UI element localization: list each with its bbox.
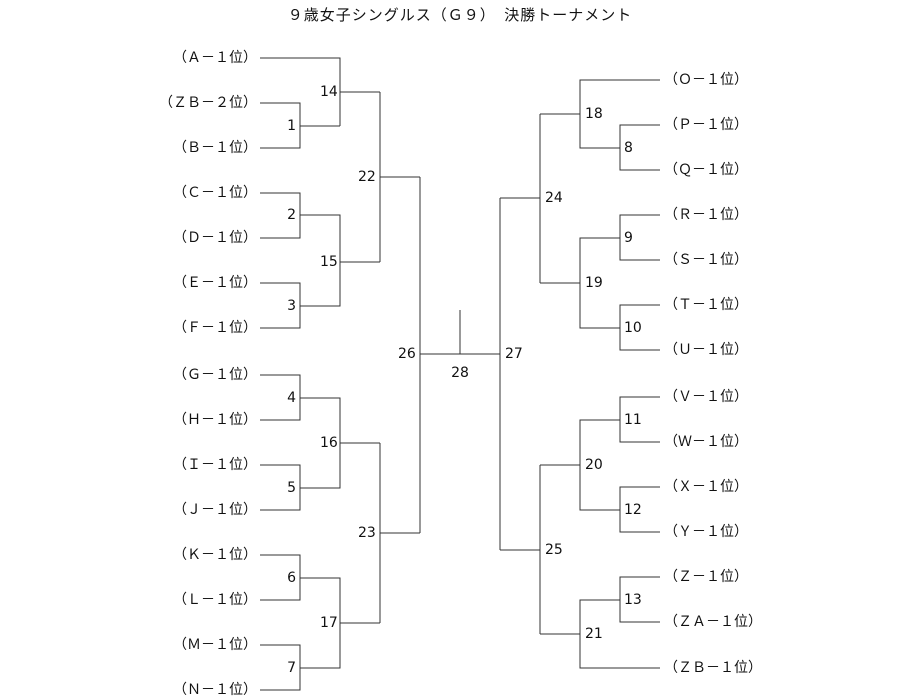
left-seed-label: （Ｉ－１位）: [173, 457, 257, 473]
match-number-4: 4: [287, 390, 296, 406]
left-seed-label: （Ｃ－１位）: [173, 185, 257, 201]
match-number-2: 2: [287, 207, 296, 223]
right-seed-label: （Ｐ－１位）: [664, 117, 748, 133]
match-number-21: 21: [585, 626, 603, 642]
match-number-13: 13: [624, 592, 642, 608]
match-number-14: 14: [320, 84, 338, 100]
match-number-25: 25: [545, 542, 563, 558]
right-seed-label: （Ｓ－１位）: [664, 252, 748, 268]
right-seed-label: （Ｘ－１位）: [664, 479, 748, 495]
match-number-23: 23: [358, 525, 376, 541]
left-seed-label: （Ｂ－１位）: [173, 140, 257, 156]
match-number-1: 1: [287, 118, 296, 134]
match-number-27: 27: [505, 346, 523, 362]
match-number-16: 16: [320, 435, 338, 451]
right-seed-label: （Ｗ－１位）: [664, 434, 748, 450]
match-number-12: 12: [624, 502, 642, 518]
match-number-19: 19: [585, 275, 603, 291]
match-number-17: 17: [320, 615, 338, 631]
left-seed-label: （Ｎ－１位）: [173, 682, 257, 698]
right-seed-label: （ＺＡ－１位）: [664, 614, 762, 630]
right-seed-label: （Ｒ－１位）: [664, 207, 748, 223]
right-seed-label: （Ｚ－１位）: [664, 569, 748, 585]
left-seed-label: （ＺＢ－２位）: [159, 95, 257, 111]
left-seed-label: （Ａ－１位）: [173, 50, 257, 66]
right-seed-label: （Ｏ－１位）: [664, 72, 748, 88]
match-number-24: 24: [545, 190, 563, 206]
left-seed-label: （Ｋ－１位）: [173, 547, 257, 563]
left-seed-label: （Ｍ－１位）: [173, 637, 257, 653]
right-seed-label: （Ｔ－１位）: [664, 297, 748, 313]
left-seed-label: （Ｆ－１位）: [173, 320, 257, 336]
match-number-3: 3: [287, 298, 296, 314]
page-title: ９歳女子シングルス（Ｇ９） 決勝トーナメント: [287, 6, 633, 24]
right-seed-label: （Ｖ－１位）: [664, 389, 748, 405]
match-15-line: [300, 214, 341, 307]
bracket-labels: （Ａ－１位） （ＺＢ－２位） （Ｂ－１位） （Ｃ－１位） （Ｄ－１位） （Ｅ－１位） （Ｆ－…: [159, 50, 762, 698]
match-number-5: 5: [287, 480, 296, 496]
right-seed-label: （Ｑ－１位）: [664, 162, 748, 178]
left-seed-label: （Ｇ－１位）: [173, 367, 257, 383]
match-number-22: 22: [358, 169, 376, 185]
match-14-line: [260, 57, 341, 126]
bracket-lines: [260, 57, 660, 691]
match-number-9: 9: [624, 230, 633, 246]
left-seed-label: （Ｊ－１位）: [173, 502, 257, 518]
match-number-8: 8: [624, 140, 633, 156]
right-seed-label: （ＺＢ－１位）: [664, 660, 762, 676]
left-seed-label: （Ｌ－１位）: [173, 592, 257, 608]
match-number-7: 7: [287, 660, 296, 676]
left-seed-label: （Ｅ－１位）: [173, 275, 257, 291]
match-number-10: 10: [624, 320, 642, 336]
right-seed-label: （Ｙ－１位）: [664, 524, 748, 540]
match-number-6: 6: [287, 570, 296, 586]
right-seed-label: （Ｕ－１位）: [664, 342, 748, 358]
match-number-11: 11: [624, 412, 642, 428]
left-seed-label: （Ｄ－１位）: [173, 230, 257, 246]
match-number-26: 26: [398, 346, 416, 362]
left-seed-label: （Ｈ－１位）: [173, 412, 257, 428]
match-number-15: 15: [320, 254, 338, 270]
match-number-28: 28: [451, 365, 469, 381]
match-number-20: 20: [585, 457, 603, 473]
match-number-18: 18: [585, 106, 603, 122]
